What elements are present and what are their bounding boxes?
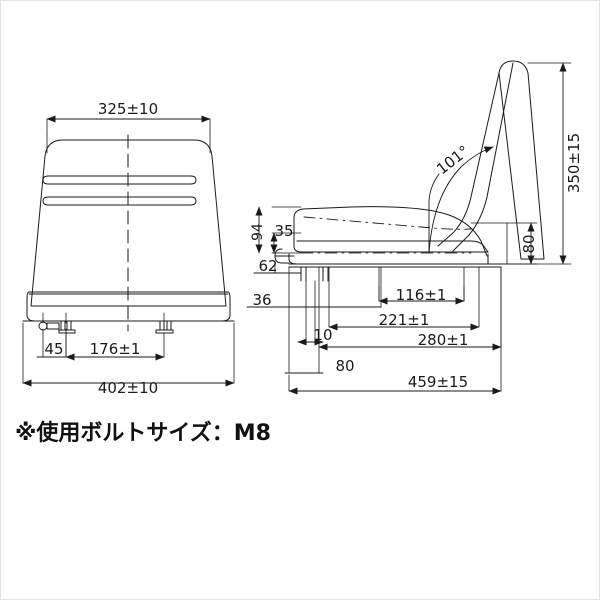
dim-hole-spacing-116: 116±1 — [396, 286, 447, 304]
dim-hole-spacing-280: 280±1 — [418, 331, 469, 349]
dim-cushion-height: 80 — [520, 234, 538, 253]
dim-rail-offset-62: 62 — [258, 257, 277, 275]
dim-bolt-edge-offset: 45 — [44, 340, 63, 358]
dim-rail-height-35: 35 — [274, 222, 293, 240]
dim-rail-offset-36: 36 — [252, 291, 271, 309]
bolt-mounts — [38, 320, 174, 334]
bolt-size-note: ※使用ボルトサイズ：M8 — [15, 421, 271, 446]
dim-front-top-width: 325±10 — [98, 100, 158, 118]
dim-bolt-offset-80: 80 — [335, 357, 354, 375]
side-view-geometry — [246, 60, 572, 395]
front-view-geometry — [22, 115, 235, 387]
dim-overall-length: 459±15 — [408, 373, 468, 391]
dim-backrest-height: 350±15 — [565, 133, 583, 193]
dim-front-bottom-width: 402±10 — [98, 379, 158, 397]
dim-rail-height-94: 94 — [250, 223, 266, 241]
dim-backrest-angle: 101° — [433, 142, 473, 178]
dim-bolt-offset-10: 10 — [313, 326, 332, 344]
dim-hole-spacing-221: 221±1 — [379, 311, 430, 329]
dim-bolt-spacing: 176±1 — [90, 340, 141, 358]
